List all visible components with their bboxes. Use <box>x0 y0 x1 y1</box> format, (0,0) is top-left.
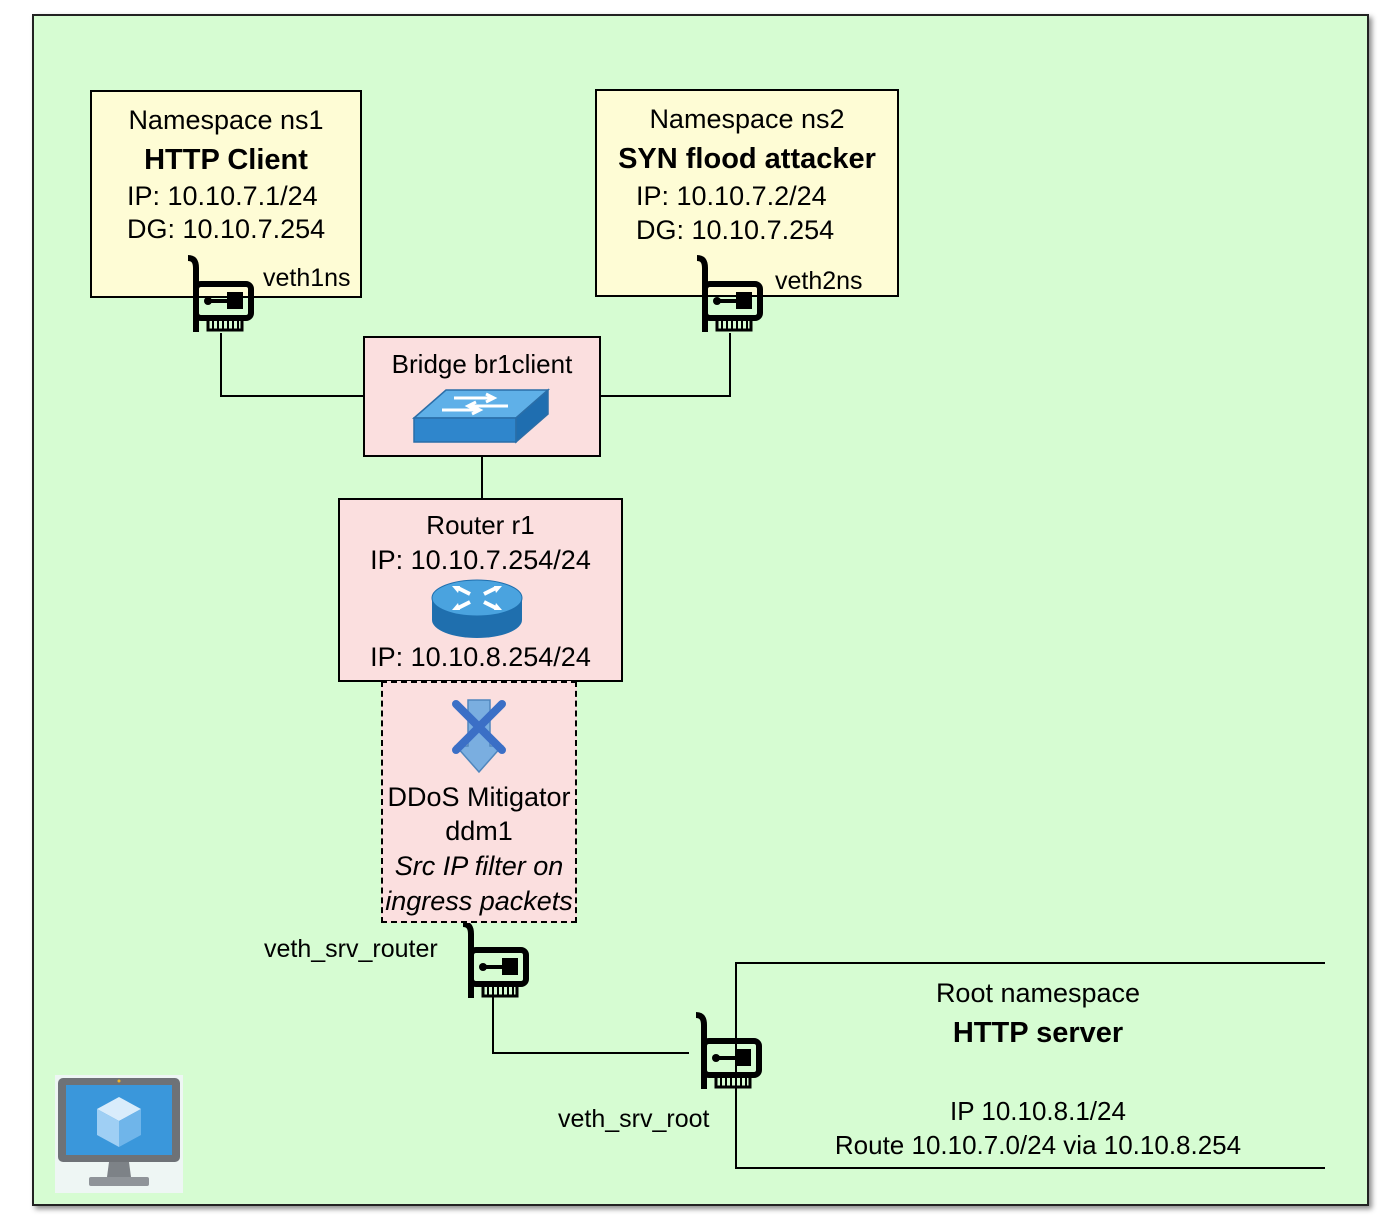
wire-veth1ns-bridge <box>220 333 364 397</box>
veth-srv-router-label: veth_srv_router <box>264 935 438 963</box>
switch-icon <box>412 388 550 444</box>
ns1-dg: DG: 10.10.7.254 <box>127 214 326 244</box>
ns1-role: HTTP Client <box>144 144 308 176</box>
ns2-role: SYN flood attacker <box>618 143 876 175</box>
virtual-machine-monitor-icon <box>55 1075 183 1193</box>
root-route: Route 10.10.7.0/24 via 10.10.8.254 <box>834 1130 1242 1160</box>
network-card-icon <box>695 1012 762 1089</box>
ddos-title: DDoS Mitigator <box>387 782 571 812</box>
ns1-iface-label: veth1ns <box>263 264 351 292</box>
ns2-ip: IP: 10.10.7.2/24 <box>636 181 827 211</box>
veth-srv-root-label: veth_srv_root <box>558 1105 710 1133</box>
ns1-title: Namespace ns1 <box>128 105 324 135</box>
router-ip-top: IP: 10.10.7.254/24 <box>370 545 591 575</box>
ddos-desc-line2: ingress packets <box>385 886 573 916</box>
root-ip: IP 10.10.8.1/24 <box>950 1096 1126 1126</box>
root-title: Root namespace <box>935 978 1141 1008</box>
ns2-title: Namespace ns2 <box>649 104 845 134</box>
ns1-ip: IP: 10.10.7.1/24 <box>127 181 318 211</box>
ddos-name: ddm1 <box>445 816 513 846</box>
wire-veth-srv-router-root <box>492 997 689 1054</box>
ns2-dg: DG: 10.10.7.254 <box>636 215 835 245</box>
router-title: Router r1 <box>426 510 535 540</box>
root-role: HTTP server <box>952 1017 1124 1049</box>
network-card-icon <box>696 255 763 332</box>
namespace-ns1-box <box>90 90 362 298</box>
wire-veth2ns-bridge <box>600 333 731 397</box>
ns2-iface-label: veth2ns <box>775 267 863 295</box>
ddos-desc-line1: Src IP filter on <box>394 851 564 881</box>
network-card-icon <box>187 255 254 332</box>
blocked-arrow-icon <box>452 699 506 774</box>
router-icon <box>431 579 523 638</box>
router-ip-bottom: IP: 10.10.8.254/24 <box>370 642 591 672</box>
bridge-title: Bridge br1client <box>391 349 573 379</box>
network-card-icon <box>462 921 529 998</box>
